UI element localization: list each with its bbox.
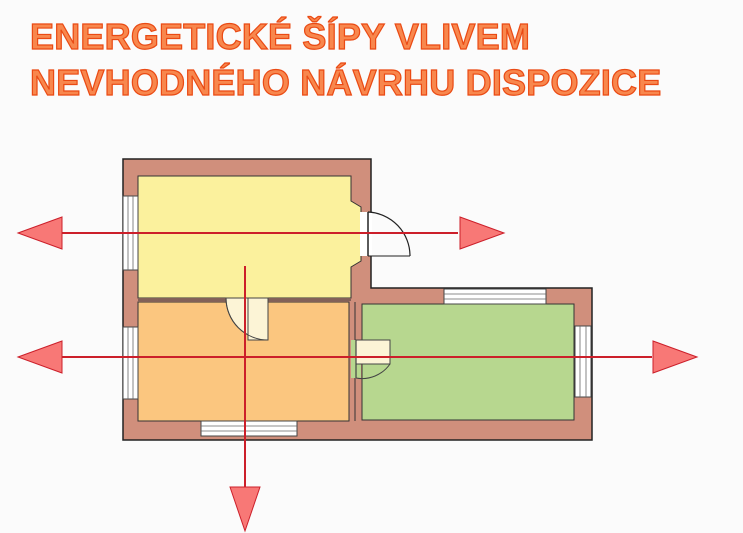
- interior-door-right: [351, 339, 391, 380]
- entrance-door: [360, 211, 411, 257]
- window-bottom: [200, 420, 298, 437]
- arrow-vertical-down-head: [229, 486, 261, 533]
- arrow-top-right-head: [459, 216, 506, 250]
- window-right-top: [443, 288, 547, 305]
- arrow-middle-right-head: [652, 340, 699, 374]
- window-left-bottom: [122, 326, 139, 400]
- arrow-middle-left-head: [16, 340, 63, 374]
- window-right-side: [574, 325, 592, 398]
- room-top-left: [137, 175, 362, 299]
- arrow-top-left-head: [16, 216, 63, 250]
- room-right: [361, 303, 575, 421]
- title-line-1: ENERGETICKÉ ŠÍPY VLIVEM: [29, 15, 531, 57]
- interior-door-left: [225, 297, 269, 341]
- page-title: ENERGETICKÉ ŠÍPY VLIVEM NEVHODNÉHO NÁVRH…: [29, 14, 730, 106]
- title-line-2: NEVHODNÉHO NÁVRHU DISPOZICE: [29, 61, 662, 103]
